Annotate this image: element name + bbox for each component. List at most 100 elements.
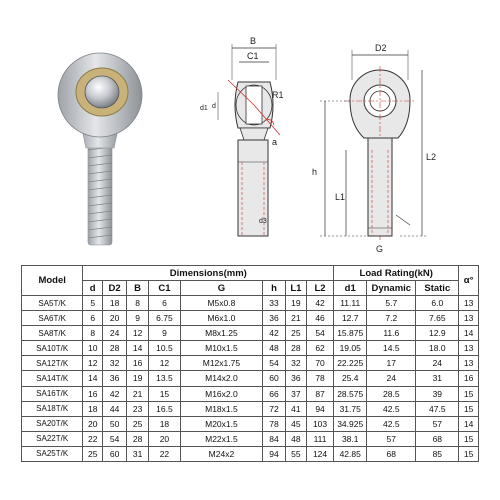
table-cell: 42 xyxy=(305,295,335,312)
table-cell: 42.5 xyxy=(366,400,417,417)
table-cell: 42.5 xyxy=(366,415,417,432)
table-cell: 6.75 xyxy=(148,310,181,327)
model-cell: SA25T/K xyxy=(20,445,84,463)
table-cell: 87 xyxy=(305,385,335,402)
table-cell: 10.5 xyxy=(148,340,181,357)
table-cell: 37 xyxy=(285,385,307,402)
table-cell: 24 xyxy=(102,325,128,342)
table-cell: 12.9 xyxy=(415,325,460,342)
table-cell: 45 xyxy=(285,415,307,432)
table-cell: 15 xyxy=(458,385,479,402)
table-cell: 62 xyxy=(305,340,335,357)
table-cell: 7.2 xyxy=(366,310,417,327)
table-cell: 25 xyxy=(82,445,104,463)
table-cell: 14 xyxy=(458,325,479,342)
table-cell: 39 xyxy=(415,385,460,402)
table-cell: 24 xyxy=(415,355,460,372)
label-C1: C1 xyxy=(247,51,259,61)
model-header: Model xyxy=(20,264,84,297)
table-cell: 94 xyxy=(305,400,335,417)
col-header-D2: D2 xyxy=(102,280,128,297)
table-cell: 68 xyxy=(415,430,460,447)
table-cell: 14 xyxy=(458,415,479,432)
table-cell: 15.875 xyxy=(333,325,368,342)
col-header-C1: C1 xyxy=(148,280,181,297)
model-cell: SA20T/K xyxy=(20,415,84,432)
table-cell: 31.75 xyxy=(333,400,368,417)
table-cell: 5 xyxy=(82,295,104,312)
table-cell: 5.7 xyxy=(366,295,417,312)
table-cell: 34.925 xyxy=(333,415,368,432)
table-cell: 57 xyxy=(366,430,417,447)
table-cell: 16 xyxy=(458,370,479,387)
table-cell: 21 xyxy=(126,385,150,402)
table-cell: 17 xyxy=(366,355,417,372)
col-header-B: B xyxy=(126,280,150,297)
product-figure: B C1 R1 a d1 d d3 D2 xyxy=(57,36,436,254)
table-cell: M8x1.25 xyxy=(179,325,264,342)
table-cell: 20 xyxy=(102,310,128,327)
model-cell: SA18T/K xyxy=(20,400,84,417)
table-cell: 13 xyxy=(458,355,479,372)
label-h: h xyxy=(312,167,317,177)
col-header-G: G xyxy=(179,280,264,297)
table-cell: 20 xyxy=(82,415,104,432)
label-L2: L2 xyxy=(426,152,436,162)
table-cell: 57 xyxy=(415,415,460,432)
table-cell: 14.5 xyxy=(366,340,417,357)
table-cell: 19.05 xyxy=(333,340,368,357)
table-cell: 36 xyxy=(285,370,307,387)
model-cell: SA16T/K xyxy=(20,385,84,402)
table-cell: 19 xyxy=(285,295,307,312)
front-drawing: D2 h L1 L2 G xyxy=(312,43,436,254)
specification-table: Model Dimensions(mm) Load Rating(kN) α° … xyxy=(20,264,479,463)
table-cell: 23 xyxy=(126,400,150,417)
table-cell: 60 xyxy=(102,445,128,463)
table-cell: 32 xyxy=(285,355,307,372)
table-cell: 8 xyxy=(82,325,104,342)
table-cell: 15 xyxy=(458,430,479,447)
table-cell: 54 xyxy=(262,355,286,372)
table-cell: 16.5 xyxy=(148,400,181,417)
table-cell: 9 xyxy=(148,325,181,342)
table-cell: 44 xyxy=(102,400,128,417)
model-cell: SA6T/K xyxy=(20,310,84,327)
rod-end-photo xyxy=(57,52,143,246)
model-cell: SA10T/K xyxy=(20,340,84,357)
table-cell: 31 xyxy=(415,370,460,387)
model-cell: SA12T/K xyxy=(20,355,84,372)
table-cell: 25.4 xyxy=(333,370,368,387)
table-cell: 70 xyxy=(305,355,335,372)
model-cell: SA8T/K xyxy=(20,325,84,342)
table-cell: 22 xyxy=(148,445,181,463)
col-header-L2: L2 xyxy=(305,280,335,297)
table-cell: 72 xyxy=(262,400,286,417)
table-cell: 21 xyxy=(285,310,307,327)
table-cell: 24 xyxy=(366,370,417,387)
table-cell: 42 xyxy=(102,385,128,402)
table-cell: 38.1 xyxy=(333,430,368,447)
table-cell: 15 xyxy=(458,400,479,417)
table-cell: 28 xyxy=(102,340,128,357)
table-cell: 12 xyxy=(82,355,104,372)
table-cell: 11.6 xyxy=(366,325,417,342)
table-cell: 28 xyxy=(285,340,307,357)
table-body: Model Dimensions(mm) Load Rating(kN) α° … xyxy=(20,264,479,463)
table-cell: M5x0.8 xyxy=(179,295,264,312)
table-cell: 55 xyxy=(285,445,307,463)
table-cell: 11.11 xyxy=(333,295,368,312)
table-cell: 18 xyxy=(82,400,104,417)
table-cell: 78 xyxy=(305,370,335,387)
label-d1: d1 xyxy=(200,105,208,112)
table-cell: M12x1.75 xyxy=(179,355,264,372)
col-header-d1: d1 xyxy=(333,280,368,297)
front-shank xyxy=(367,137,393,237)
col-header-h: h xyxy=(262,280,286,297)
